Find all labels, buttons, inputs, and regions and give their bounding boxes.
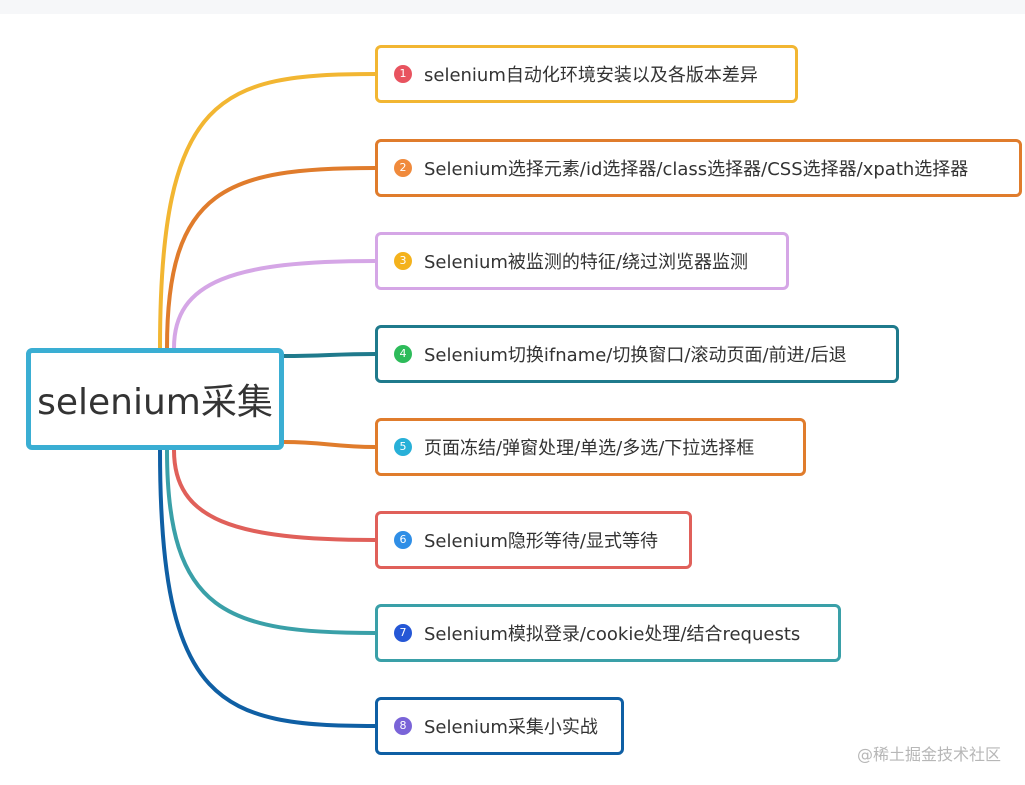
number-badge: 6 <box>394 531 412 549</box>
watermark: @稀土掘金技术社区 <box>856 745 1001 764</box>
root-label: selenium采集 <box>37 382 273 423</box>
number-badge: 1 <box>394 65 412 83</box>
branch-label: Selenium采集小实战 <box>424 717 598 738</box>
branch-label: Selenium选择元素/id选择器/class选择器/CSS选择器/xpath… <box>424 159 969 180</box>
connector-4 <box>282 352 377 358</box>
branch-node-5[interactable]: 5 页面冻结/弹窗处理/单选/多选/下拉选择框 <box>375 418 806 476</box>
connector-3 <box>172 259 377 350</box>
branch-label: Selenium被监测的特征/绕过浏览器监测 <box>424 252 748 273</box>
branch-node-3[interactable]: 3 Selenium被监测的特征/绕过浏览器监测 <box>375 232 789 290</box>
branch-label: Selenium隐形等待/显式等待 <box>424 531 658 552</box>
branch-node-4[interactable]: 4 Selenium切换ifname/切换窗口/滚动页面/前进/后退 <box>375 325 899 383</box>
number-badge: 2 <box>394 159 412 177</box>
branch-node-8[interactable]: 8 Selenium采集小实战 <box>375 697 624 755</box>
connector-7 <box>165 448 377 635</box>
branch-node-6[interactable]: 6 Selenium隐形等待/显式等待 <box>375 511 692 569</box>
number-badge: 8 <box>394 717 412 735</box>
connector-1 <box>158 72 377 350</box>
connector-2 <box>165 166 377 350</box>
connector-6 <box>172 448 377 542</box>
number-badge: 3 <box>394 252 412 270</box>
root-node[interactable]: selenium采集 <box>26 348 284 450</box>
top-band <box>0 0 1025 14</box>
number-badge: 7 <box>394 624 412 642</box>
branch-label: selenium自动化环境安装以及各版本差异 <box>424 65 758 86</box>
branch-node-7[interactable]: 7 Selenium模拟登录/cookie处理/结合requests <box>375 604 841 662</box>
branch-label: 页面冻结/弹窗处理/单选/多选/下拉选择框 <box>424 438 755 459</box>
number-badge: 4 <box>394 345 412 363</box>
connector-8 <box>158 448 377 728</box>
branch-node-1[interactable]: 1 selenium自动化环境安装以及各版本差异 <box>375 45 798 103</box>
branch-label: Selenium切换ifname/切换窗口/滚动页面/前进/后退 <box>424 345 847 366</box>
branch-label: Selenium模拟登录/cookie处理/结合requests <box>424 624 801 645</box>
branch-node-2[interactable]: 2 Selenium选择元素/id选择器/class选择器/CSS选择器/xpat… <box>375 139 1022 197</box>
number-badge: 5 <box>394 438 412 456</box>
connector-5 <box>282 440 377 449</box>
